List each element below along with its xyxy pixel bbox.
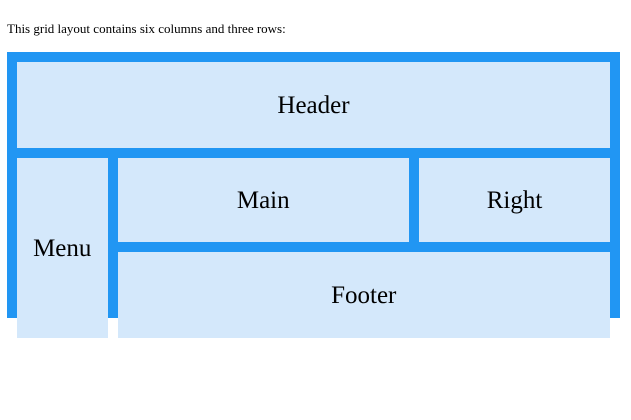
grid-cell-menu: Menu [17,158,108,338]
grid-cell-main-label: Main [236,186,290,214]
page-caption: This grid layout contains six columns an… [7,21,286,36]
grid-cell-header: Header [17,62,610,148]
grid-cell-menu-label: Menu [33,234,92,262]
grid-cell-main: Main [117,158,409,242]
grid-container: Header Menu Main Right Footer [7,52,620,338]
grid-cell-right: Right [419,158,610,242]
grid-cell-header-label: Header [277,91,350,119]
grid-cell-right-label: Right [486,186,543,214]
grid-cell-footer: Footer [117,252,610,338]
grid-demo-wrapper: Header Menu Main Right Footer [7,52,620,338]
grid-cell-footer-label: Footer [331,281,397,309]
